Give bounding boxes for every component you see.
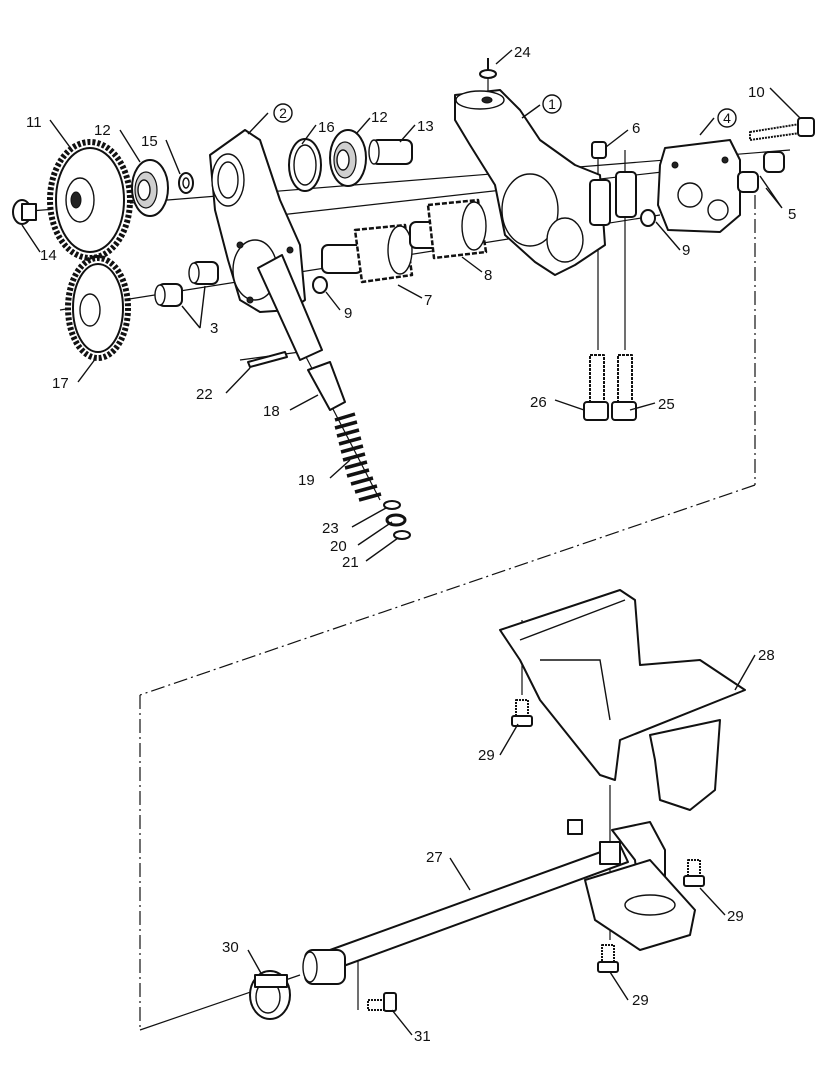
bracket-bolt-c — [597, 944, 619, 973]
pump-body-main — [454, 89, 606, 276]
callout-18: 18 — [263, 403, 280, 420]
callout-29-b: 29 — [727, 908, 744, 925]
callout-5: 5 — [788, 206, 796, 223]
callout-8: 8 — [484, 267, 492, 284]
callout-28: 28 — [758, 647, 775, 664]
callout-14: 14 — [40, 247, 57, 264]
washer — [178, 172, 194, 194]
small-bush-right — [640, 209, 656, 227]
callout-12-right: 12 — [371, 109, 388, 126]
oil-strainer — [584, 859, 696, 951]
callout-13: 13 — [417, 118, 434, 135]
long-bolt-26 — [583, 354, 609, 421]
callout-21: 21 — [342, 554, 359, 571]
valve-rings — [383, 500, 411, 540]
callout-31: 31 — [414, 1028, 431, 1045]
tube-flange — [302, 949, 346, 985]
callout-23: 23 — [322, 520, 339, 537]
callout-25: 25 — [658, 396, 675, 413]
circlip — [288, 138, 322, 192]
pump-rotor-gear-1 — [321, 223, 414, 284]
callout-15: 15 — [141, 133, 158, 150]
callout-2: 2 — [279, 105, 287, 121]
pump-end-cover — [657, 139, 741, 233]
circled-callout-4: 4 — [717, 108, 737, 128]
small-bush-left — [312, 276, 328, 294]
callout-9-right: 9 — [682, 242, 690, 259]
callout-12-left: 12 — [94, 122, 111, 139]
pump-rotor-gear-2 — [409, 198, 488, 260]
callout-29-a: 29 — [478, 747, 495, 764]
callout-16: 16 — [318, 119, 335, 136]
callout-6: 6 — [632, 120, 640, 137]
callout-26: 26 — [530, 394, 547, 411]
callout-10: 10 — [748, 84, 765, 101]
split-pin — [247, 351, 288, 368]
leader-lines — [21, 49, 801, 1036]
tube-screw — [367, 992, 397, 1012]
callout-17: 17 — [52, 375, 69, 392]
circled-callout-1: 1 — [542, 94, 562, 114]
callout-1: 1 — [548, 96, 556, 112]
bolt-sleeves — [589, 171, 637, 226]
drive-gear — [47, 139, 133, 261]
callout-29-c: 29 — [632, 992, 649, 1009]
tube-end-cap — [249, 970, 291, 1020]
gear-cap — [12, 199, 37, 225]
callout-22: 22 — [196, 386, 213, 403]
relief-valve-spring — [334, 412, 382, 502]
driven-gear — [65, 255, 131, 361]
callout-4: 4 — [723, 110, 731, 126]
dowel-pin — [591, 141, 607, 159]
callout-20: 20 — [330, 538, 347, 555]
bushings-right — [737, 151, 785, 193]
callout-24: 24 — [514, 44, 531, 61]
relief-valve-sleeve — [257, 254, 346, 411]
bushings-left — [154, 261, 219, 307]
bearing-right — [329, 129, 367, 187]
shaft-sleeve — [368, 139, 413, 165]
circled-callout-2: 2 — [273, 103, 293, 123]
bearing-left — [131, 159, 169, 217]
callout-7: 7 — [424, 292, 432, 309]
cover-bolt — [749, 117, 815, 141]
callout-27: 27 — [426, 849, 443, 866]
callout-9-left: 9 — [344, 305, 352, 322]
callout-11: 11 — [26, 114, 42, 131]
callout-30: 30 — [222, 939, 239, 956]
long-bolt-25 — [611, 354, 637, 421]
pickup-bracket — [499, 589, 746, 811]
bracket-bolt-a — [511, 699, 533, 727]
bracket-bolt-b — [683, 859, 705, 887]
callout-19: 19 — [298, 472, 315, 489]
callout-3: 3 — [210, 320, 218, 337]
top-plug — [479, 58, 497, 79]
